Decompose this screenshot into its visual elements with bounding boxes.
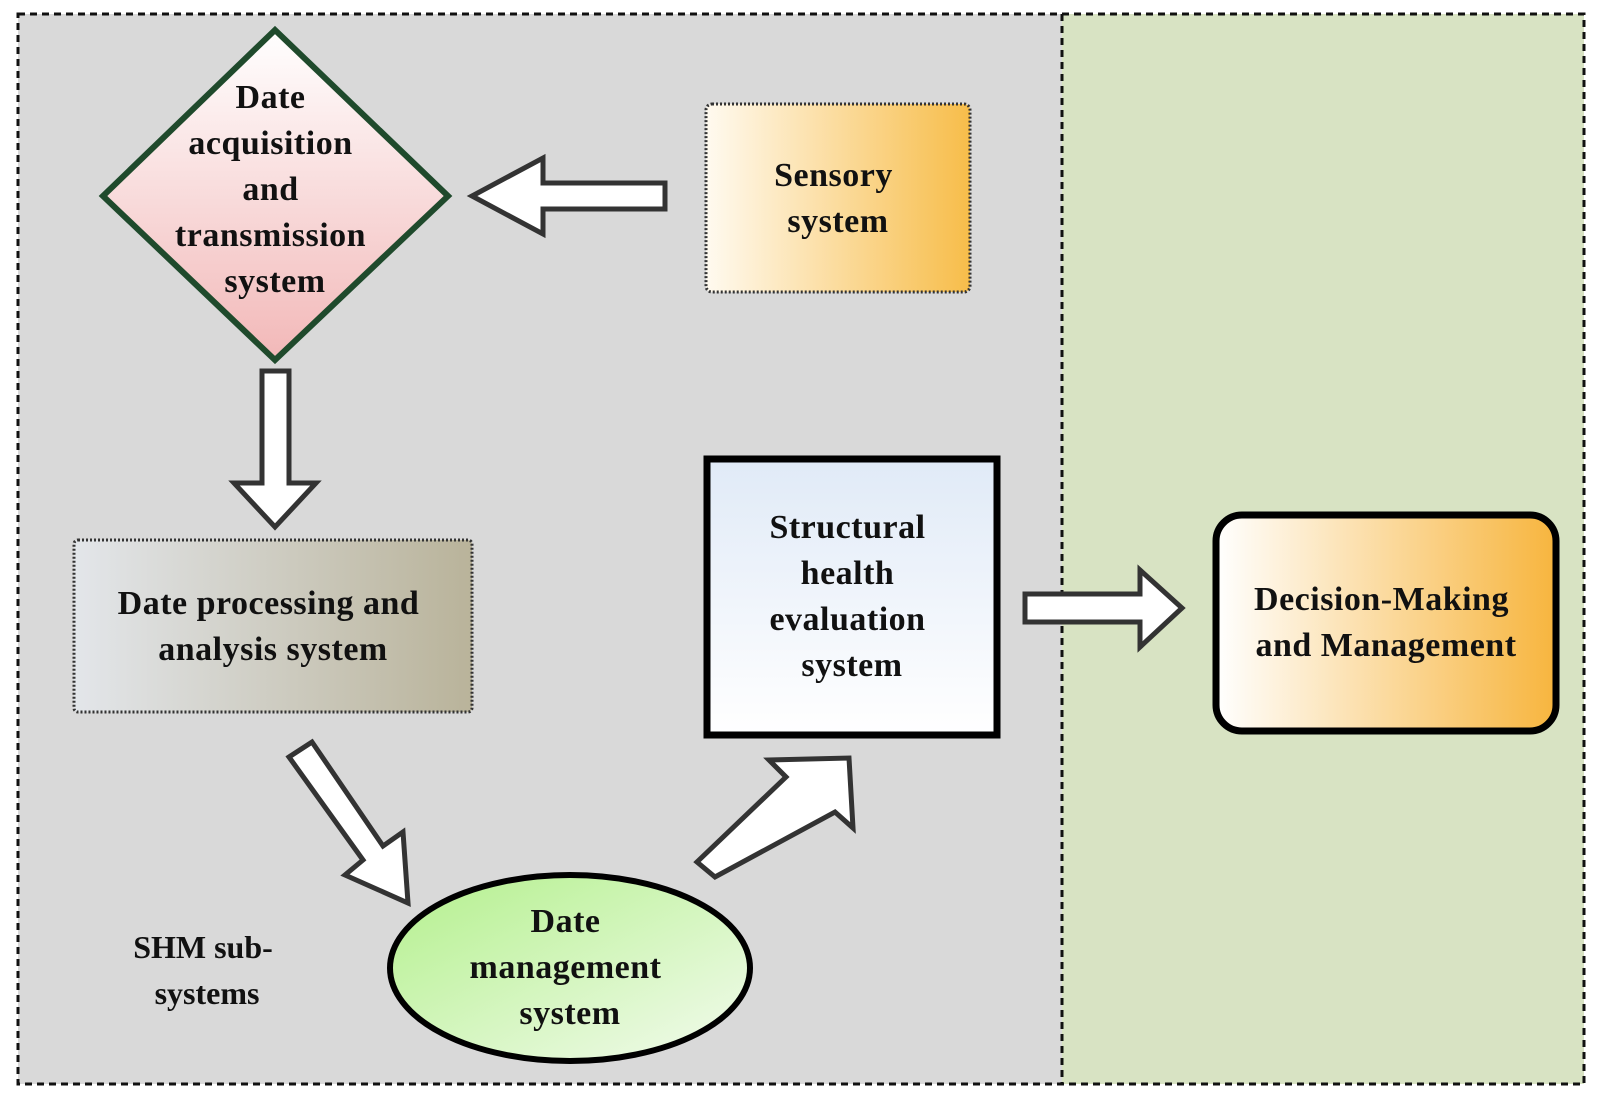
decision-label: Decision-Making and Management: [1254, 581, 1518, 664]
processing-box: [72, 538, 474, 714]
node-management: Date management system: [387, 872, 753, 1064]
node-decision: Decision-Making and Management: [1212, 511, 1560, 735]
arrow-processing-to-management: [285, 738, 411, 907]
arrow-management-to-evaluation: [693, 755, 856, 881]
decision-line-2: and Management: [1255, 627, 1516, 664]
processing-label: Date processing and analysis system: [118, 585, 429, 668]
evaluation-line-2: health: [801, 555, 895, 592]
sensory-line-2: system: [787, 203, 888, 240]
acquisition-label: Date acquisition and transmission system: [175, 79, 375, 300]
subsystems-caption-line-2: systems: [155, 975, 260, 1011]
acquisition-line-3: and: [242, 171, 298, 208]
sensory-label: Sensory system: [774, 157, 902, 240]
arrow-acquisition-to-processing: [228, 368, 322, 531]
node-acquisition: Date acquisition and transmission system: [98, 25, 453, 365]
acquisition-diamond: [98, 25, 453, 365]
management-line-1: Date: [531, 903, 601, 940]
sensory-line-1: Sensory: [774, 157, 893, 194]
processing-line-1: Date processing and: [118, 585, 420, 622]
decision-line-1: Decision-Making: [1254, 581, 1509, 618]
outer-border: [16, 12, 1586, 1086]
node-processing: Date processing and analysis system: [72, 538, 474, 714]
node-sensory: Sensory system: [704, 102, 972, 294]
management-label: Date management system: [470, 903, 671, 1032]
management-ellipse: [387, 872, 753, 1064]
acquisition-line-5: system: [224, 263, 325, 300]
evaluation-box: [703, 455, 1001, 739]
management-line-2: management: [470, 949, 662, 986]
acquisition-line-4: transmission: [175, 217, 366, 254]
management-line-3: system: [519, 995, 620, 1032]
arrows: [228, 153, 1186, 907]
evaluation-label: Structural health evaluation system: [769, 509, 934, 684]
acquisition-line-2: acquisition: [188, 125, 352, 162]
processing-line-2: analysis system: [158, 631, 387, 668]
subsystems-caption-line-1: SHM sub-: [133, 929, 273, 965]
sensory-box: [704, 102, 972, 294]
node-evaluation: Structural health evaluation system: [703, 455, 1001, 739]
evaluation-line-3: evaluation: [769, 601, 925, 638]
evaluation-line-4: system: [801, 647, 902, 684]
subsystems-caption: SHM sub- systems: [133, 929, 281, 1011]
decision-box: [1212, 511, 1560, 735]
evaluation-line-1: Structural: [769, 509, 925, 546]
acquisition-line-1: Date: [236, 79, 306, 116]
arrow-evaluation-to-decision: [1022, 564, 1186, 653]
arrow-sensory-to-acquisition: [466, 153, 668, 239]
